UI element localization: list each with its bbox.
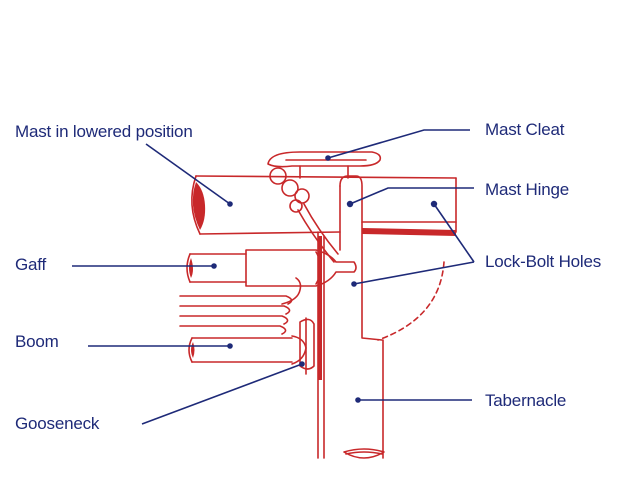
leader-gooseneck [141,363,303,425]
rope-strand-2 [297,209,335,263]
mast-hinge-plate [339,175,445,341]
gaff-spar [186,249,357,287]
sail-fold-1 [179,295,293,305]
sail-fold-4 [179,325,287,335]
cleat-outline [267,151,382,168]
sail-fold-curl [281,277,302,305]
halyard-rope [269,167,339,263]
leader-dot-tabernacle [355,397,361,403]
furled-sail [179,277,302,335]
boom-spar [188,335,307,365]
mast-cleat-drawing [267,151,382,179]
boom-jaw [291,335,307,365]
label-gaff: Gaff [15,255,47,274]
sail-fold-3 [179,315,289,325]
mast-tabernacle-drawing [179,151,457,459]
leader-dot-mast-lowered [227,201,233,207]
leader-dot-boom [227,343,233,349]
lowered-mast [191,175,457,236]
leader-mast-lowered [145,143,231,205]
cleat-post [299,165,349,179]
gaff-end [186,253,191,283]
rope-coil-2 [281,179,299,197]
mast-end-cap [191,175,201,235]
gaff-jaw [245,249,357,287]
leader-lines [72,129,475,425]
rope-strand-1 [303,203,339,255]
tabernacle-post [317,231,385,459]
label-mast-hinge: Mast Hinge [485,180,569,199]
mast-top-edge [195,175,457,179]
mast-bottom-band [362,228,456,236]
leader-dot-mast-cleat [325,155,331,161]
boom-end-shading [191,342,195,358]
gooseneck-fitting [299,317,315,375]
leader-mast-cleat [327,129,470,159]
leader-dot-gooseneck [299,361,305,367]
leader-mast-hinge [349,187,474,205]
rope-coil-1 [269,167,287,185]
rope-coil-4 [289,199,303,213]
leader-lock-bolt-upper [433,203,475,263]
label-gooseneck: Gooseneck [15,414,100,433]
label-boom: Boom [15,332,59,351]
label-mast-lowered: Mast in lowered position [15,122,193,141]
tabernacle-shadow [345,451,383,455]
sail-fold-2 [179,305,291,315]
hinge-plate-outline [339,175,383,341]
label-lock-bolt-holes: Lock-Bolt Holes [485,252,602,271]
mast-end-shading [192,182,206,230]
leader-dot-mast-hinge [346,200,354,208]
leader-dot-lock-bolt-upper [430,200,438,208]
leader-lock-bolt-lower [353,261,475,285]
hinge-swing-arc [377,261,445,341]
label-mast-cleat: Mast Cleat [485,120,565,139]
boom-end [188,337,193,363]
label-tabernacle: Tabernacle [485,391,567,410]
tabernacle-highlight [318,236,322,380]
gaff-end-shading [189,258,193,278]
leader-dot-lock-bolt-lower [351,281,357,287]
tabernacle-base [343,448,385,459]
leader-dot-gaff [211,263,217,269]
mast-bottom-edge [199,231,341,235]
